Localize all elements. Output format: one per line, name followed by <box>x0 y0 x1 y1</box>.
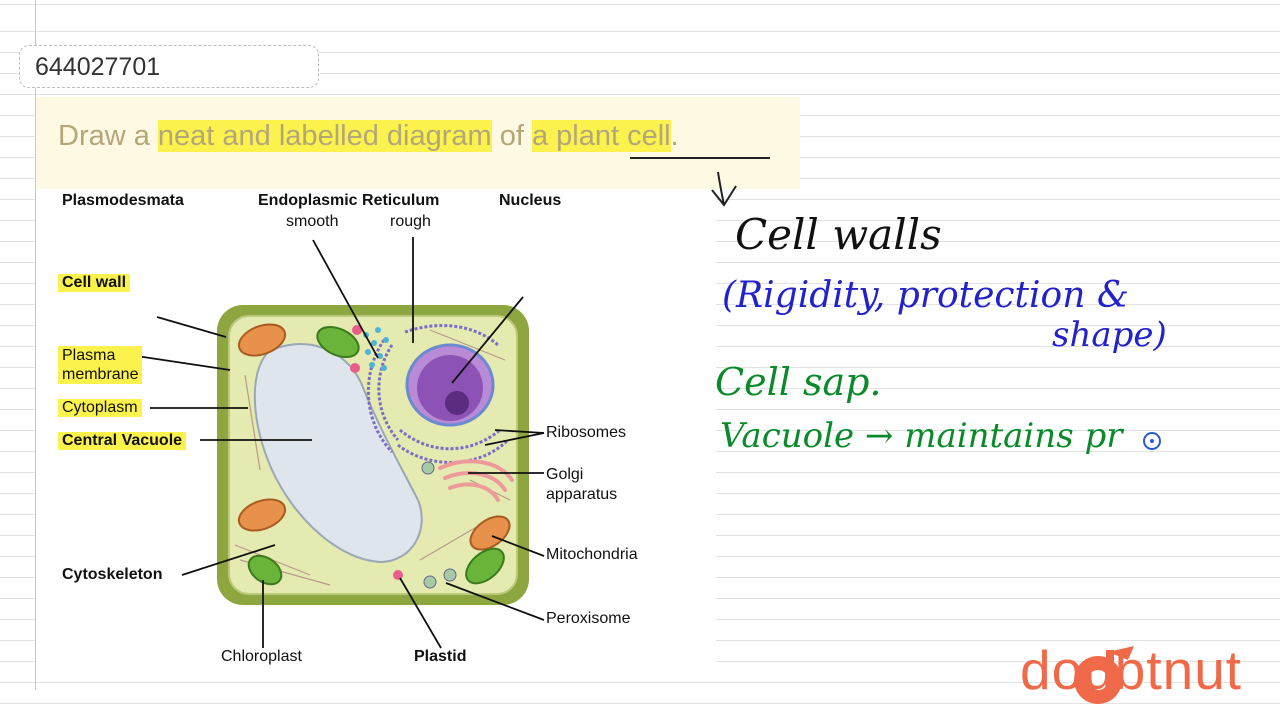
label-cell-wall: Cell wall <box>58 274 131 292</box>
label-central-vacuole: Central Vacuole <box>58 432 187 450</box>
small-organelles <box>350 325 457 589</box>
label-rough: rough <box>390 213 431 230</box>
label-plasmodesmata: Plasmodesmata <box>62 192 184 209</box>
mitochondria-shapes <box>237 323 511 551</box>
question-text: Draw a neat and labelled diagram of a pl… <box>58 120 679 153</box>
label-plastid: Plastid <box>414 648 467 665</box>
label-cytoskeleton: Cytoskeleton <box>62 566 163 583</box>
pen-dot <box>1150 439 1154 443</box>
note-shape: shape) <box>1052 315 1167 355</box>
margin-line <box>35 0 36 690</box>
underline-mark <box>630 157 770 159</box>
note-vacuole: Vacuole → maintains pr <box>720 416 1123 456</box>
label-apparatus: apparatus <box>546 486 618 503</box>
label-mitochondria: Mitochondria <box>546 546 638 563</box>
label-golgi-apparatus: Golgi apparatus <box>546 465 617 505</box>
label-membrane: membrane <box>62 366 139 383</box>
note-cell-sap: Cell sap. <box>715 360 882 404</box>
doubtnut-logo-icon <box>1074 646 1134 704</box>
question-id: 644027701 <box>35 53 161 81</box>
label-cytoplasm: Cytoplasm <box>58 399 142 417</box>
leader-lines <box>129 237 545 649</box>
question-highlight-1: neat and labelled diagram <box>157 120 492 152</box>
nucleolus <box>445 391 469 415</box>
label-smooth: smooth <box>286 213 339 230</box>
question-part-1: Draw a <box>58 120 158 152</box>
label-golgi: Golgi <box>546 466 584 483</box>
note-rigidity: (Rigidity, protection & <box>722 275 1129 316</box>
arrow-down-mark <box>711 171 737 207</box>
golgi-apparatus <box>438 459 514 502</box>
label-nucleus: Nucleus <box>499 192 562 209</box>
question-part-5: . <box>670 120 679 152</box>
doubtnut-wordmark: doubtnut <box>1020 639 1243 701</box>
label-plasma-membrane: Plasma membrane <box>58 346 143 384</box>
question-id-box: 644027701 <box>19 45 319 88</box>
chloroplast-shapes <box>247 325 505 586</box>
label-endoplasmic-reticulum: Endoplasmic Reticulum <box>258 192 440 209</box>
label-peroxisome: Peroxisome <box>546 610 631 627</box>
cursor-pointer <box>1143 432 1161 450</box>
question-part-3: of <box>491 120 532 152</box>
label-plasma: Plasma <box>62 347 116 364</box>
label-chloroplast: Chloroplast <box>221 648 302 665</box>
note-cell-walls: Cell walls <box>735 210 942 259</box>
question-highlight-2: a plant cell <box>531 120 671 152</box>
label-ribosomes: Ribosomes <box>546 424 627 441</box>
